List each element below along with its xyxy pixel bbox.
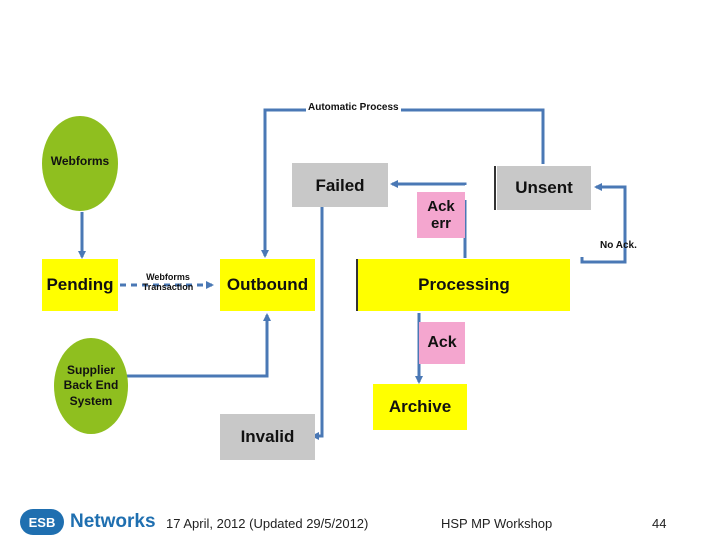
supplier-label: Supplier Back End System <box>63 362 119 408</box>
esb-logo-icon: ESB <box>20 509 64 535</box>
invalid-node: Invalid <box>220 414 315 460</box>
archive-node: Archive <box>373 384 467 430</box>
arrow-supplier-outbound <box>122 313 271 378</box>
arrow-ackerr-failed <box>390 180 467 188</box>
esb-networks-logo: ESB Networks <box>20 507 156 537</box>
logo-text: Networks <box>70 511 156 532</box>
unsent-divider <box>494 166 496 210</box>
invalid-label: Invalid <box>240 427 295 446</box>
webforms-node: Webforms <box>42 116 118 211</box>
processing-divider <box>356 259 358 311</box>
ack-node: Ack <box>419 322 465 364</box>
arrow-noack-unsent <box>580 183 627 264</box>
supplier-node: Supplier Back End System <box>54 338 128 434</box>
pending-node: Pending <box>42 259 118 311</box>
failed-node: Failed <box>292 163 388 207</box>
unsent-node: Unsent <box>497 166 591 210</box>
webforms-label: Webforms <box>50 154 110 168</box>
outbound-label: Outbound <box>226 275 309 294</box>
webforms-transaction-label: Webforms Transaction <box>142 272 194 292</box>
failed-label: Failed <box>315 176 365 195</box>
ack-label: Ack <box>427 334 457 351</box>
footer-event: HSP MP Workshop <box>441 516 553 531</box>
svg-text:ESB: ESB <box>29 515 56 530</box>
archive-label: Archive <box>388 397 452 416</box>
processing-label: Processing <box>418 275 510 294</box>
arrow-outbound-invalid <box>311 285 324 440</box>
ack-err-label: Ack err <box>427 197 455 232</box>
footer-date: 17 April, 2012 (Updated 29/5/2012) <box>166 516 369 531</box>
no-ack-label: No Ack. <box>600 240 637 251</box>
outbound-node: Outbound <box>220 259 315 311</box>
arrow-automatic-process <box>261 108 545 258</box>
processing-node: Processing <box>358 259 570 311</box>
page-number: 44 <box>652 516 667 531</box>
pending-label: Pending <box>46 275 114 294</box>
automatic-process-label: Automatic Process <box>306 102 401 113</box>
unsent-label: Unsent <box>515 178 573 197</box>
ack-err-node: Ack err <box>417 192 465 238</box>
